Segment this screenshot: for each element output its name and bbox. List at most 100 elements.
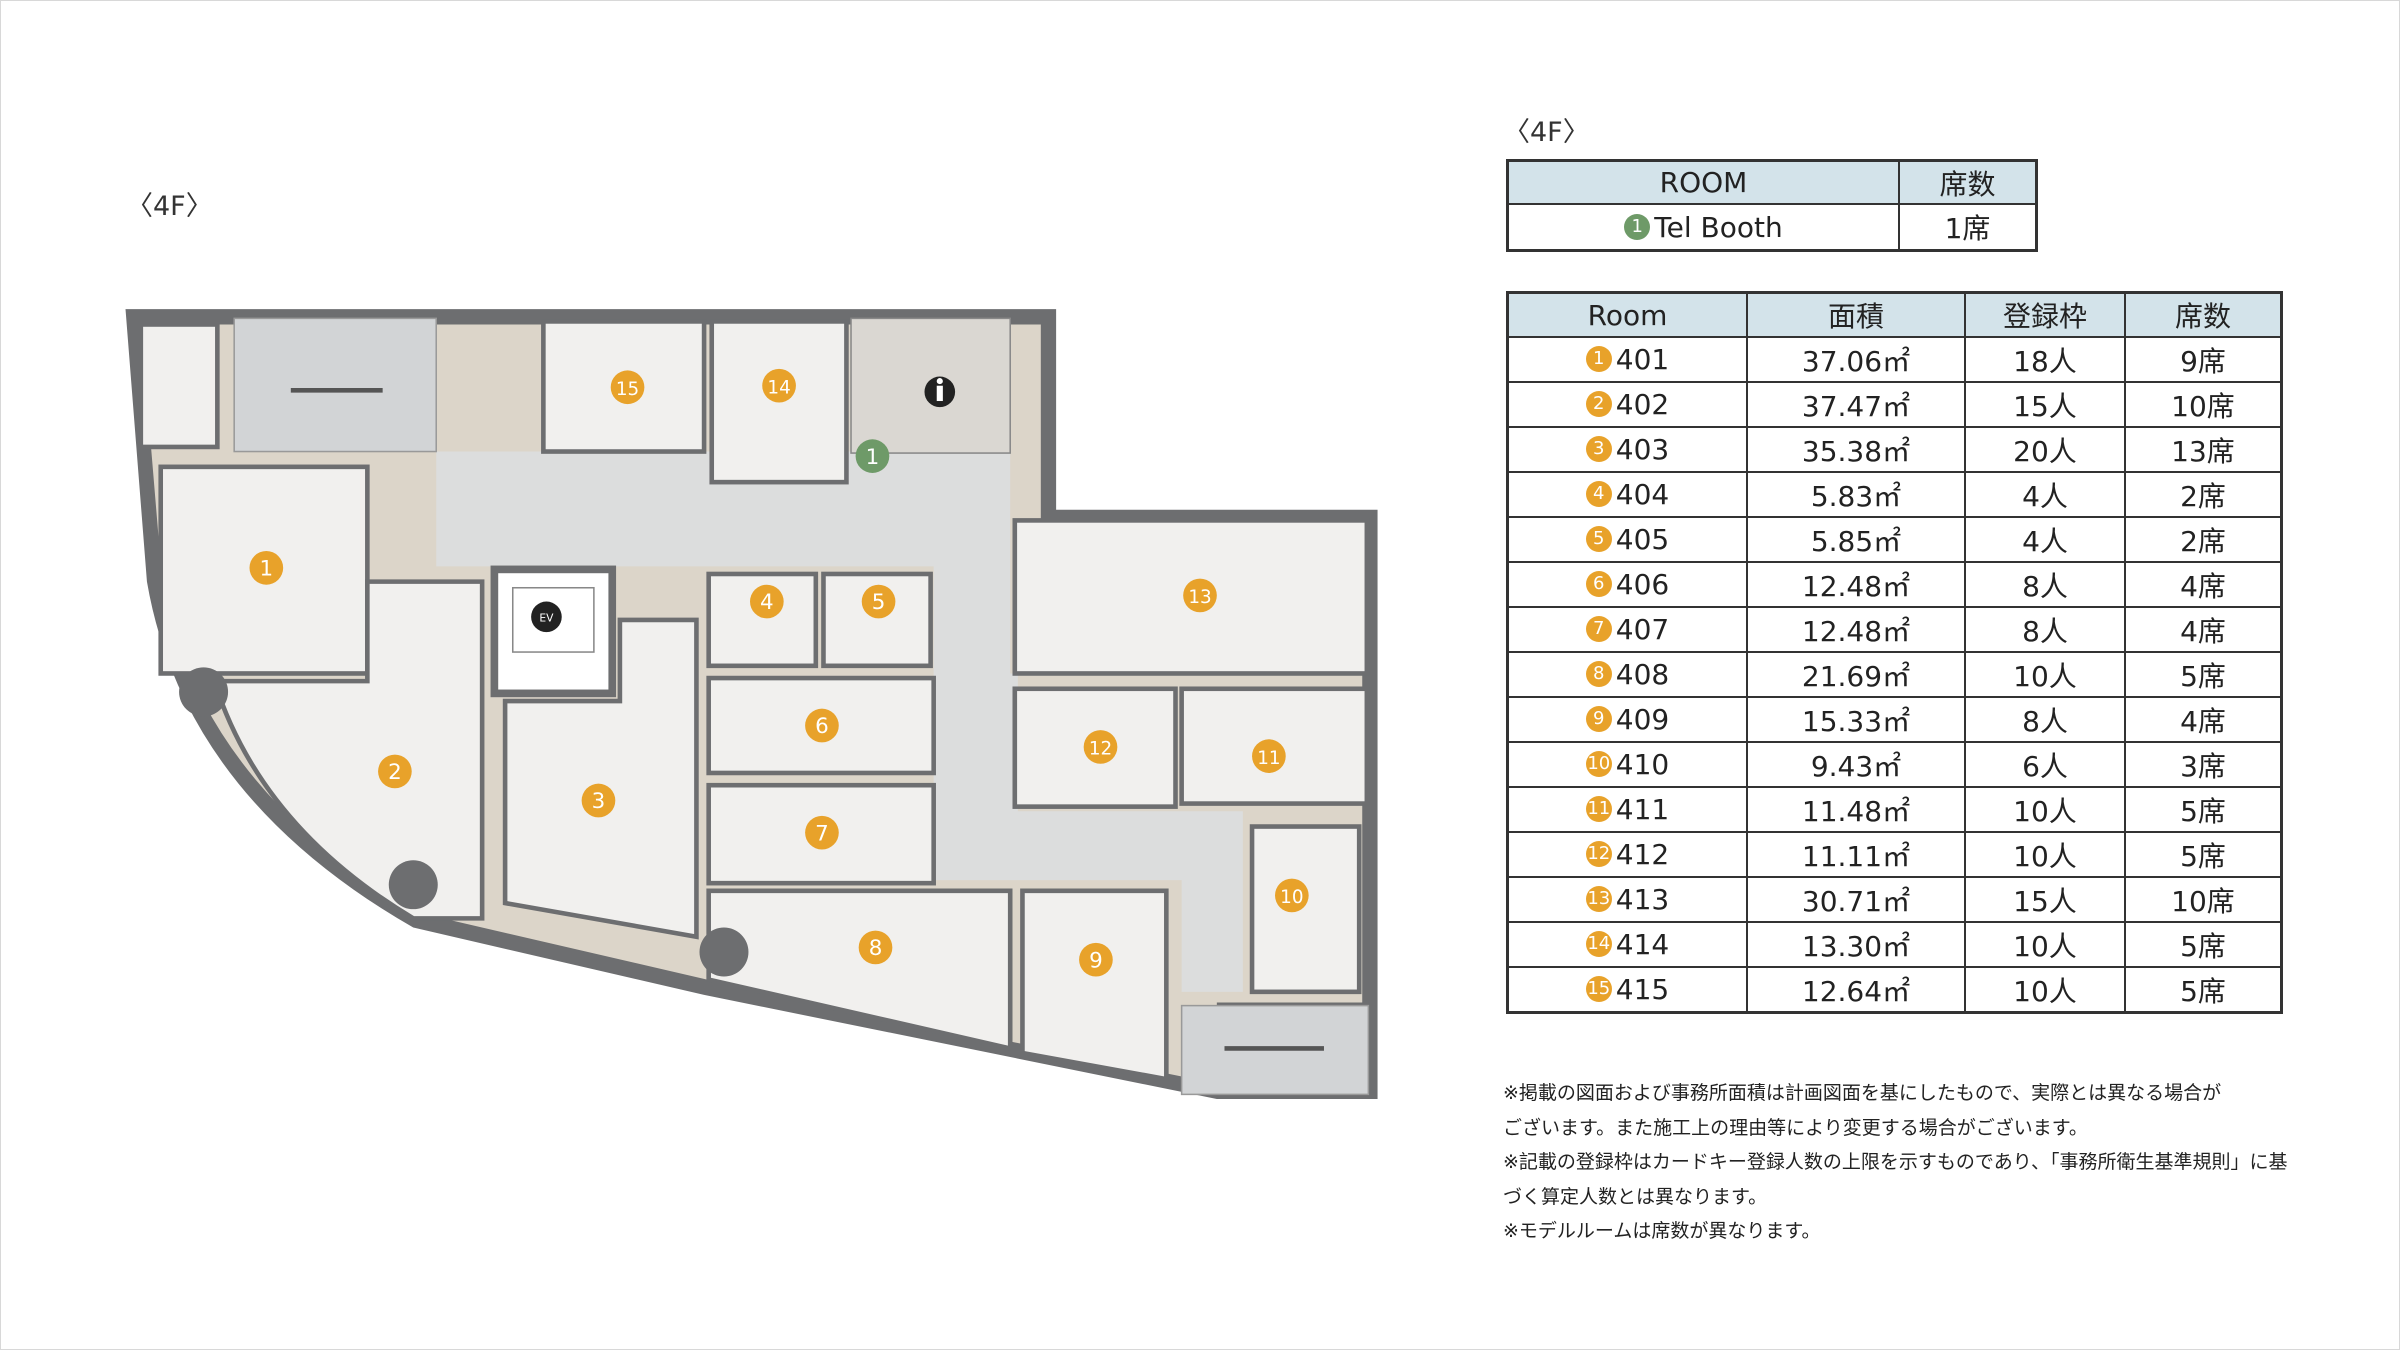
- elevator-label: EV: [539, 611, 554, 624]
- column: [388, 860, 438, 910]
- capacity-cell: 18人: [1964, 336, 2126, 383]
- room-marker: 14: [767, 377, 790, 398]
- capacity-cell: 10人: [1964, 921, 2126, 968]
- area-cell: 15.33㎡: [1746, 696, 1966, 743]
- area-cell: 5.83㎡: [1746, 471, 1966, 518]
- marker-badge: 14: [1585, 931, 1612, 957]
- capacity-cell: 6人: [1964, 741, 2126, 788]
- area-cell: 11.48㎡: [1746, 786, 1966, 833]
- room-marker-circle: [1183, 578, 1217, 613]
- marker-badge: 9: [1585, 706, 1612, 732]
- room-marker-circle: [581, 783, 616, 818]
- column: [179, 667, 229, 717]
- room-corner: [138, 322, 220, 450]
- area-cell: 37.47㎡: [1746, 381, 1966, 428]
- header-room: Room: [1506, 291, 1748, 338]
- room-number: 402: [1615, 388, 1670, 421]
- seats-cell: 2席: [2124, 471, 2283, 518]
- plan-floor-label: 〈4F〉: [126, 191, 213, 222]
- seats-cell: 5席: [2124, 831, 2283, 878]
- room-number: 401: [1615, 343, 1670, 376]
- room-number: 410: [1615, 748, 1670, 781]
- room-marker-circle: [858, 930, 893, 965]
- room-410: [1249, 824, 1362, 995]
- seats-cell: 5席: [2124, 651, 2283, 698]
- header-seats: 席数: [1898, 159, 2038, 205]
- note-line: ※記載の登録枠はカードキー登録人数の上限を示すものであり、「事務所衛生基準規則」…: [1503, 1151, 2288, 1173]
- marker-badge: 8: [1585, 661, 1612, 687]
- seats-cell: 3席: [2124, 741, 2283, 788]
- capacity-cell: 15人: [1964, 381, 2126, 428]
- room-marker-circle: [861, 584, 896, 619]
- header-area: 面積: [1746, 291, 1966, 338]
- capacity-cell: 10人: [1964, 966, 2126, 1014]
- note-line: ※掲載の図面および事務所面積は計画図面を基にしたもので、実際とは異なる場合が: [1503, 1082, 2222, 1104]
- room-number: 407: [1615, 613, 1670, 646]
- area-cell: 9.43㎡: [1746, 741, 1966, 788]
- room-number: 412: [1615, 838, 1670, 871]
- room-marker-circle: [1275, 878, 1309, 913]
- room-marker: 1: [260, 557, 274, 582]
- seats-cell: 10席: [2124, 381, 2283, 428]
- table-floor-label: 〈4F〉: [1503, 117, 1590, 148]
- room-number: 408: [1615, 658, 1670, 691]
- seats-cell: 4席: [2124, 696, 2283, 743]
- room-marker-circle: [378, 754, 412, 789]
- room-marker-circle: [1252, 739, 1286, 773]
- seats-cell: 5席: [2124, 966, 2283, 1014]
- marker-badge: 3: [1585, 436, 1612, 462]
- capacity-cell: 20人: [1964, 426, 2126, 473]
- room-number: 404: [1615, 478, 1670, 511]
- seats-cell: 10席: [2124, 876, 2283, 923]
- seats-cell: 9席: [2124, 336, 2283, 383]
- marker-badge: 7: [1585, 616, 1612, 642]
- area-cell: 37.06㎡: [1746, 336, 1966, 383]
- seats-cell: 5席: [2124, 786, 2283, 833]
- area-cell: 30.71㎡: [1746, 876, 1966, 923]
- header-capacity: 登録枠: [1964, 291, 2126, 338]
- room-marker: 7: [815, 821, 829, 846]
- area-cell: 12.64㎡: [1746, 966, 1966, 1014]
- header-room: ROOM: [1506, 159, 1900, 205]
- room-marker: 12: [1089, 739, 1112, 760]
- room-marker: 9: [1089, 948, 1103, 973]
- room-marker-circle: [1079, 942, 1113, 977]
- capacity-cell: 10人: [1964, 786, 2126, 833]
- room-name: Tel Booth: [1654, 210, 1783, 244]
- elevator: [490, 565, 617, 698]
- room-marker: 2: [388, 760, 402, 785]
- area-cell: 21.69㎡: [1746, 651, 1966, 698]
- marker-badge: 6: [1585, 571, 1612, 597]
- capacity-cell: 8人: [1964, 561, 2126, 608]
- marker-badge: 5: [1585, 526, 1612, 552]
- table-header-row: ROOM 席数: [1506, 159, 2038, 205]
- marker-badge: 2: [1585, 391, 1612, 417]
- room-marker: 11: [1257, 748, 1280, 769]
- room-marker: 13: [1188, 587, 1211, 608]
- room-marker-circle: [750, 584, 784, 619]
- area-cell: 11.11㎡: [1746, 831, 1966, 878]
- capacity-cell: 10人: [1964, 831, 2126, 878]
